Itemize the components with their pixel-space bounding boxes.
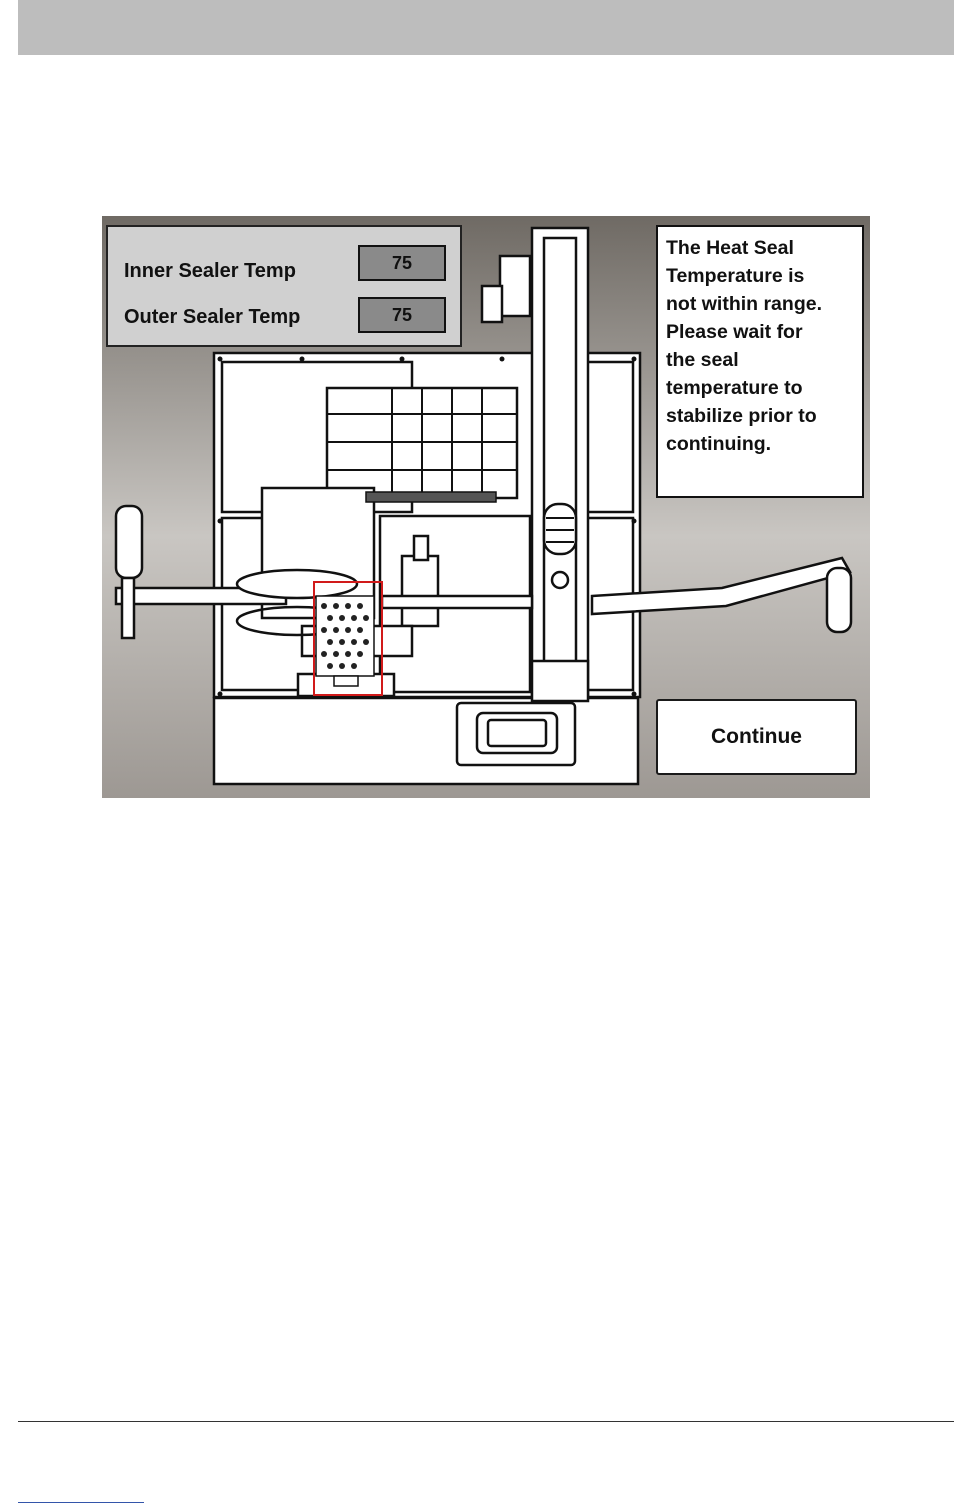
page-header-bar <box>18 0 954 55</box>
sealer-temp-panel: Inner Sealer Temp 75 Outer Sealer Temp 7… <box>106 225 462 347</box>
continue-button[interactable]: Continue <box>656 699 857 775</box>
outer-sealer-temp-label: Outer Sealer Temp <box>124 306 300 329</box>
temperature-warning-message: The Heat Seal Temperature is not within … <box>656 225 864 498</box>
inner-sealer-temp-label: Inner Sealer Temp <box>124 260 296 283</box>
hmi-screen: Inner Sealer Temp 75 Outer Sealer Temp 7… <box>102 216 870 798</box>
footer-link-underline <box>18 1502 144 1503</box>
outer-sealer-temp-value: 75 <box>358 297 446 333</box>
inner-sealer-temp-value: 75 <box>358 245 446 281</box>
footer-divider <box>18 1421 954 1422</box>
seal-head-highlight <box>313 581 383 696</box>
